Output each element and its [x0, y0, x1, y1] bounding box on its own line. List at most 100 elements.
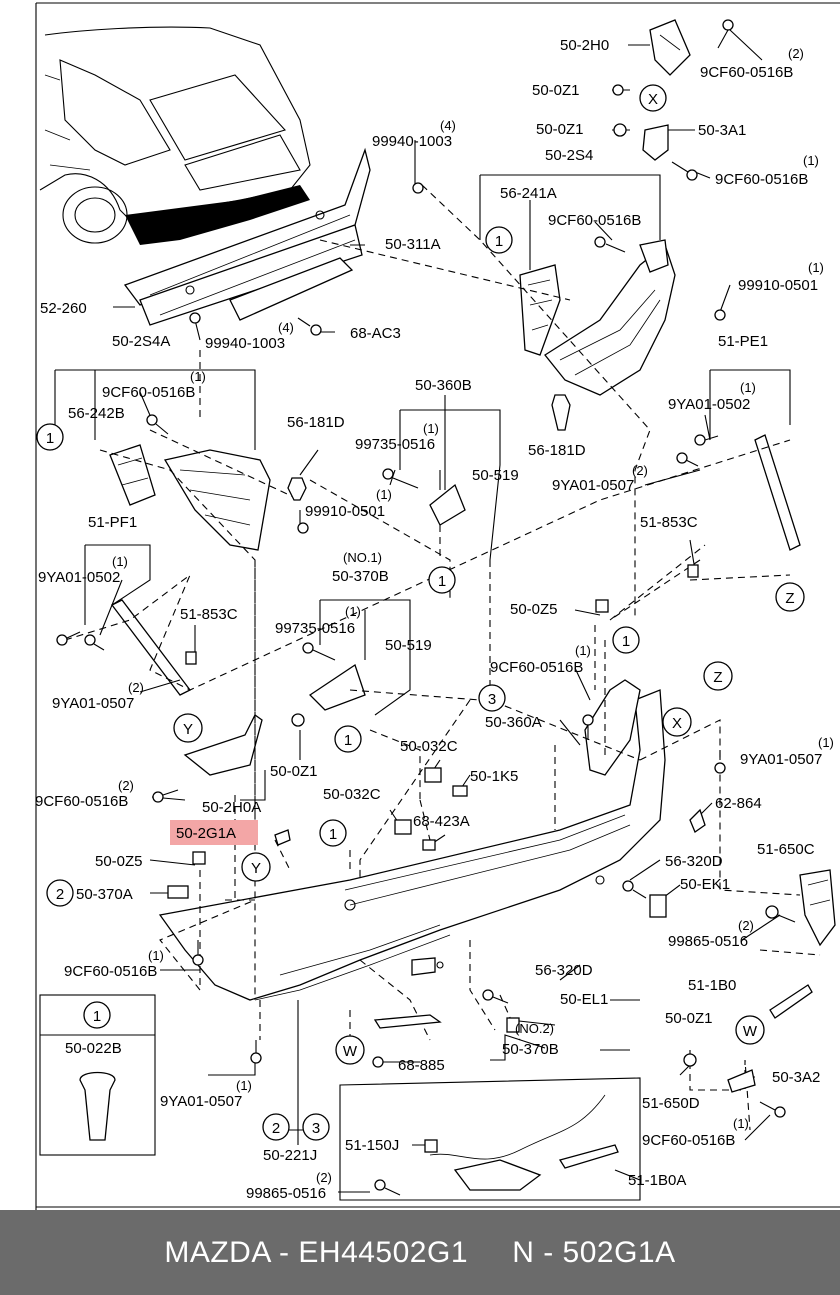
part-label: 50-0Z1 — [270, 763, 318, 780]
part-label: 56-320D — [665, 853, 723, 870]
marker-1: 1 — [438, 573, 446, 590]
clip-icon — [424, 1139, 438, 1153]
part-label: 50-EL1 — [560, 991, 608, 1008]
right-side-bracket — [519, 239, 676, 396]
right-reflector-lamp — [799, 869, 836, 947]
marker-x: X — [648, 91, 658, 108]
bolt-icon — [297, 317, 322, 336]
clip-icon — [422, 839, 436, 851]
qty-label: (NO.1) — [343, 550, 382, 565]
marker-w: W — [343, 1043, 358, 1060]
part-label: 50-360A — [485, 714, 542, 731]
bolt-icon — [759, 1101, 786, 1118]
part-label: 50-311A — [385, 236, 441, 253]
part-label: 9CF60-0516B — [715, 171, 808, 188]
marker-1: 1 — [495, 233, 503, 250]
nut-icon — [412, 182, 424, 194]
part-label: 50-3A1 — [698, 122, 746, 139]
part-label: 99940-1003 — [205, 335, 285, 352]
clip-icon — [373, 1014, 442, 1029]
nut-icon — [714, 309, 726, 321]
part-label: 68-885 — [398, 1057, 445, 1074]
qty-label: (1) — [345, 604, 361, 619]
part-label: 56-181D — [528, 442, 586, 459]
spacer — [468, 1236, 512, 1269]
clip-icon — [551, 394, 571, 431]
part-label: 50-2H0 — [560, 37, 609, 54]
part-label: 50-2S4A — [112, 333, 170, 350]
bolt-icon — [152, 789, 179, 803]
center-bracket-lower — [308, 663, 366, 711]
clip-icon — [506, 1017, 520, 1033]
qty-label: (1) — [148, 948, 164, 963]
qty-label: (1) — [236, 1078, 252, 1093]
clip-icon — [689, 808, 706, 833]
part-label: 9YA01-0507 — [740, 751, 822, 768]
part-label: 50-EK1 — [680, 876, 730, 893]
part-label: 50-2H0A — [202, 799, 261, 816]
clip-icon — [424, 767, 442, 783]
part-label: 9YA01-0507 — [52, 695, 134, 712]
bolt-icon — [374, 1179, 401, 1196]
marker-2: 2 — [272, 1120, 280, 1137]
part-label: 50-0Z1 — [532, 82, 580, 99]
legend-part-label: 50-022B — [65, 1040, 122, 1057]
part-number: EH44502G1 — [298, 1236, 469, 1269]
left-side-bracket — [109, 444, 271, 551]
bolt-icon — [694, 434, 719, 446]
qty-label: (2) — [738, 918, 754, 933]
clip-icon — [274, 829, 291, 846]
part-label: 50-519 — [385, 637, 432, 654]
qty-label: (1) — [740, 380, 756, 395]
part-label: 99910-0501 — [738, 277, 818, 294]
qty-label: (1) — [733, 1116, 749, 1131]
qty-label: (1) — [423, 421, 439, 436]
marker-y: Y — [251, 860, 261, 877]
part-label: 56-181D — [287, 414, 345, 431]
separator: - — [270, 1236, 299, 1269]
part-label: 99910-0501 — [305, 503, 385, 520]
rear-reinforcement-beam — [123, 147, 371, 326]
part-label: 9CF60-0516B — [548, 212, 641, 229]
qty-label: (2) — [118, 778, 134, 793]
marker-1: 1 — [46, 430, 54, 447]
qty-label: (1) — [818, 735, 834, 750]
bolt-icon — [594, 236, 626, 253]
part-label: 50-221J — [263, 1147, 317, 1164]
part-label: 50-3A2 — [772, 1069, 820, 1086]
bolt-icon — [192, 940, 204, 966]
part-label: 99735-0516 — [275, 620, 355, 637]
parts-diagram: X 1 1 1 Z 1 Z 3 Y 1 X 1 Y 2 W W 2 3 1 1 … — [35, 2, 840, 1210]
part-label: 56-241A — [500, 185, 557, 202]
part-label: 51-650D — [642, 1095, 700, 1112]
part-label: 9YA01-0507 — [552, 477, 634, 494]
brand-name: MAZDA — [164, 1236, 271, 1269]
rear-bumper-cover — [158, 679, 666, 1001]
part-info-text: MAZDA - EH44502G1 N - 502G1A — [0, 1210, 840, 1295]
bolt-icon — [84, 634, 105, 651]
bolt-icon — [382, 468, 419, 489]
part-label: 9CF60-0516B — [642, 1132, 735, 1149]
part-label: 51-853C — [640, 514, 698, 531]
bolt-icon — [372, 1056, 384, 1068]
marker-3: 3 — [312, 1120, 320, 1137]
part-label: 50-0Z1 — [536, 121, 584, 138]
bolt-icon — [765, 905, 796, 923]
part-label: 50-1K5 — [470, 768, 518, 785]
qty-label: (2) — [128, 680, 144, 695]
part-label: 50-360B — [415, 377, 472, 394]
part-label: 50-2S4 — [545, 147, 593, 164]
marker-1: 1 — [344, 732, 352, 749]
clip-icon — [287, 477, 307, 501]
qty-label: (1) — [112, 554, 128, 569]
part-label: 68-AC3 — [350, 325, 401, 342]
part-label: 51-1B0 — [688, 977, 736, 994]
part-label: 51-PE1 — [718, 333, 768, 350]
bolt-icon — [582, 714, 594, 740]
marker-1: 1 — [622, 633, 630, 650]
upper-bracket-50-2h0 — [649, 19, 691, 76]
part-label: 56-320D — [535, 962, 593, 979]
part-label: 50-0Z5 — [510, 601, 558, 618]
qty-label: (4) — [440, 118, 456, 133]
right-trim-strip — [754, 434, 801, 551]
